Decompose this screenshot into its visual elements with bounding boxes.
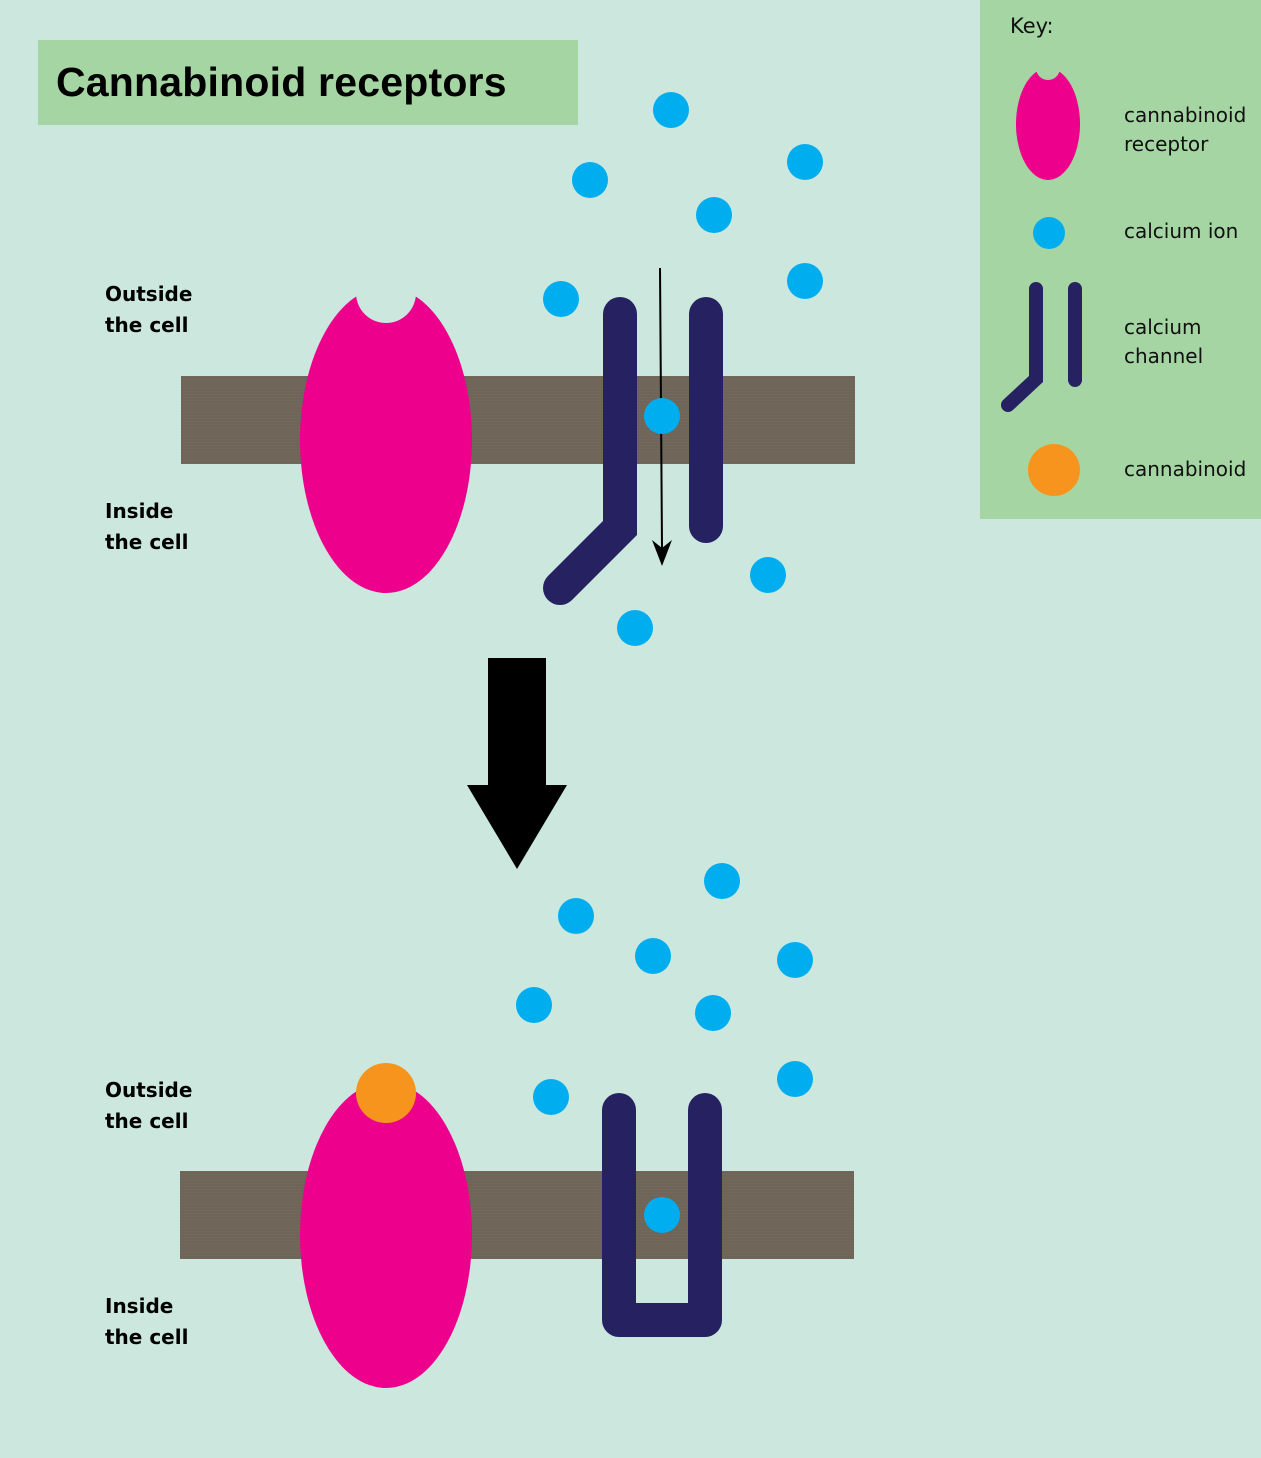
key-legend: Key: cannabinoid receptor calcium ion ca… <box>980 0 1261 519</box>
diagram-title: Cannabinoid receptors <box>56 59 507 105</box>
down-arrow <box>467 658 567 869</box>
key-label-line: receptor <box>1124 132 1209 156</box>
outside-cell-label-top: Outside the cell <box>105 279 192 341</box>
cannabinoid-receptor-bound <box>300 1082 472 1388</box>
inside-cell-label-bottom: Inside the cell <box>105 1291 188 1353</box>
key-label-line: channel <box>1124 344 1204 368</box>
outside-label-line2: the cell <box>105 1109 189 1133</box>
outside-label-line2: the cell <box>105 313 189 337</box>
calcium-ion <box>558 898 594 934</box>
calcium-channel-icon <box>1001 282 1082 412</box>
calcium-ion <box>777 1061 813 1097</box>
outside-label-line1: Outside <box>105 1078 193 1102</box>
calcium-ion <box>635 938 671 974</box>
calcium-ion-in-channel <box>644 1197 680 1233</box>
key-label-line: cannabinoid <box>1124 103 1247 127</box>
cannabinoid-icon <box>1028 444 1080 496</box>
calcium-ion <box>695 995 731 1031</box>
key-icons <box>1001 68 1082 496</box>
calcium-ion-icon <box>1033 217 1065 249</box>
cannabinoid-receptor <box>300 287 472 593</box>
calcium-ion-inside <box>750 557 786 593</box>
key-label-line: calcium ion <box>1124 219 1239 243</box>
calcium-ion <box>543 281 579 317</box>
key-label-line: cannabinoid <box>1124 457 1247 481</box>
key-title: Key: <box>1010 14 1054 38</box>
cannabinoid-molecule <box>356 1063 416 1123</box>
calcium-ion-in-channel <box>644 398 680 434</box>
calcium-ions-bottom <box>516 863 813 1233</box>
calcium-ion <box>787 144 823 180</box>
inside-cell-label-top: Inside the cell <box>105 496 188 558</box>
calcium-ion <box>777 942 813 978</box>
calcium-channel-open <box>543 297 723 605</box>
key-label-cannabinoid: cannabinoid <box>1124 455 1246 484</box>
title-box: Cannabinoid receptors <box>38 40 578 125</box>
key-label-receptor: cannabinoid receptor <box>1124 101 1246 159</box>
cell-membrane <box>181 376 855 464</box>
cell-membrane <box>180 1171 854 1259</box>
inside-label-line2: the cell <box>105 530 189 554</box>
calcium-ions-top <box>543 92 823 646</box>
calcium-ion <box>572 162 608 198</box>
cannabinoid-receptor-icon <box>1016 68 1080 180</box>
inside-label-line2: the cell <box>105 1325 189 1349</box>
key-label-line: calcium <box>1124 315 1202 339</box>
calcium-ion <box>696 197 732 233</box>
calcium-ion <box>787 263 823 299</box>
key-label-calcium-ion: calcium ion <box>1124 217 1238 246</box>
calcium-ion <box>653 92 689 128</box>
key-label-calcium-channel: calcium channel <box>1124 313 1203 371</box>
inside-label-line1: Inside <box>105 499 174 523</box>
calcium-ion <box>533 1079 569 1115</box>
calcium-channel-closed <box>602 1093 722 1337</box>
outside-cell-label-bottom: Outside the cell <box>105 1075 192 1137</box>
calcium-ion <box>704 863 740 899</box>
outside-label-line1: Outside <box>105 282 193 306</box>
calcium-ion <box>516 987 552 1023</box>
channel-gate-left <box>543 297 637 605</box>
calcium-ion-inside <box>617 610 653 646</box>
inside-label-line1: Inside <box>105 1294 174 1318</box>
